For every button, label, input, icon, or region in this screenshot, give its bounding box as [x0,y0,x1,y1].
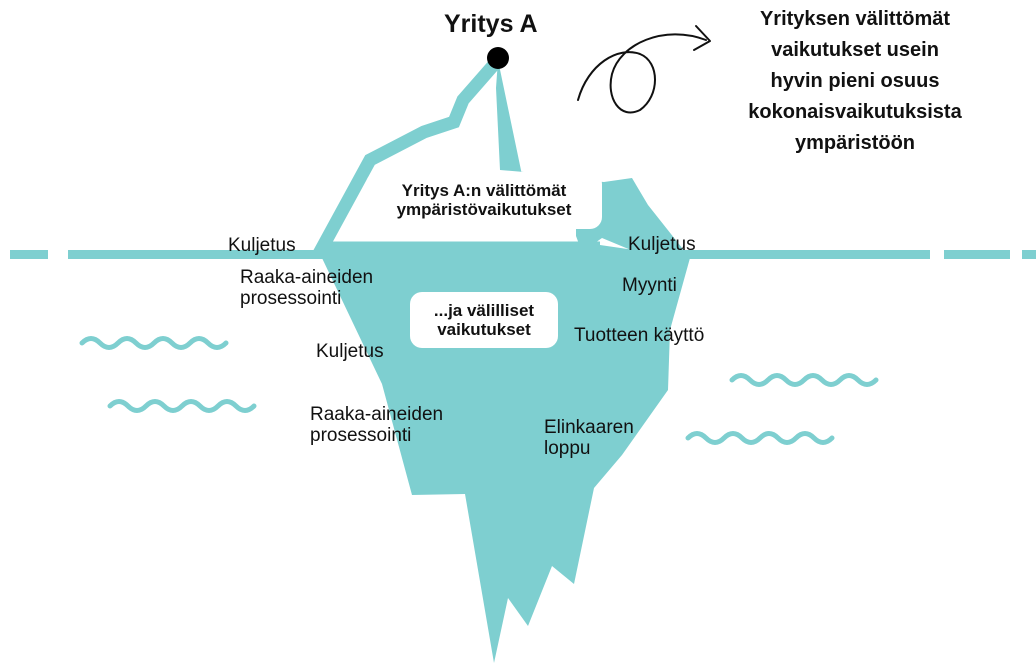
side-note-line: Yrityksen välittömät [759,8,951,30]
sales-label: Myynti [622,275,677,296]
peak-dot-icon [487,47,509,69]
wave-icon [107,399,257,413]
label-line: loppu [544,438,591,459]
iceberg-tip-outline [311,55,600,255]
side-note-line: kokonaisvaikutuksista [748,101,962,123]
callout-line: ...ja välilliset [433,301,535,320]
waterline-segment [10,250,48,259]
side-note-line: ympäristöön [794,132,916,154]
label-line: Raaka-aineiden [310,404,444,425]
waterline-segment [944,250,1010,259]
end-of-life-label: Elinkaaren loppu [544,417,634,459]
callout-line: Yritys A:n välittömät [401,181,567,200]
wave-icon [685,431,835,445]
transport-label: Kuljetus [628,234,696,255]
callout-line: vaikutukset [437,320,531,339]
raw-material-processing-label: Raaka-aineiden prosessointi [240,267,373,309]
product-use-label: Tuotteen käyttö [574,325,705,346]
label-line: Elinkaaren [544,417,634,438]
side-note-line: hyvin pieni osuus [770,70,940,92]
waves [79,336,879,445]
waterline-segment [1022,250,1036,259]
curly-arrow-icon [577,33,707,114]
transport-label: Kuljetus [228,235,296,256]
label-line: prosessointi [310,425,412,446]
indirect-impacts-callout: ...ja välilliset vaikutukset [410,292,558,348]
wave-icon [729,373,879,387]
raw-material-processing-label: Raaka-aineiden prosessointi [310,404,443,446]
peak-label: Yritys A [444,10,538,38]
iceberg-tip [496,60,690,258]
wave-icon [79,336,229,350]
side-note-line: vaikutukset usein [771,39,939,61]
transport-label: Kuljetus [316,341,384,362]
arrowhead-icon [693,25,711,51]
label-line: prosessointi [240,288,342,309]
label-line: Raaka-aineiden [240,267,374,288]
direct-impacts-callout: Yritys A:n välittömät ympäristövaikutuks… [366,172,602,229]
callout-line: ympäristövaikutukset [396,200,572,219]
side-note: Yrityksen välittömät vaikutukset usein h… [720,4,990,159]
iceberg-underwater [322,245,690,663]
